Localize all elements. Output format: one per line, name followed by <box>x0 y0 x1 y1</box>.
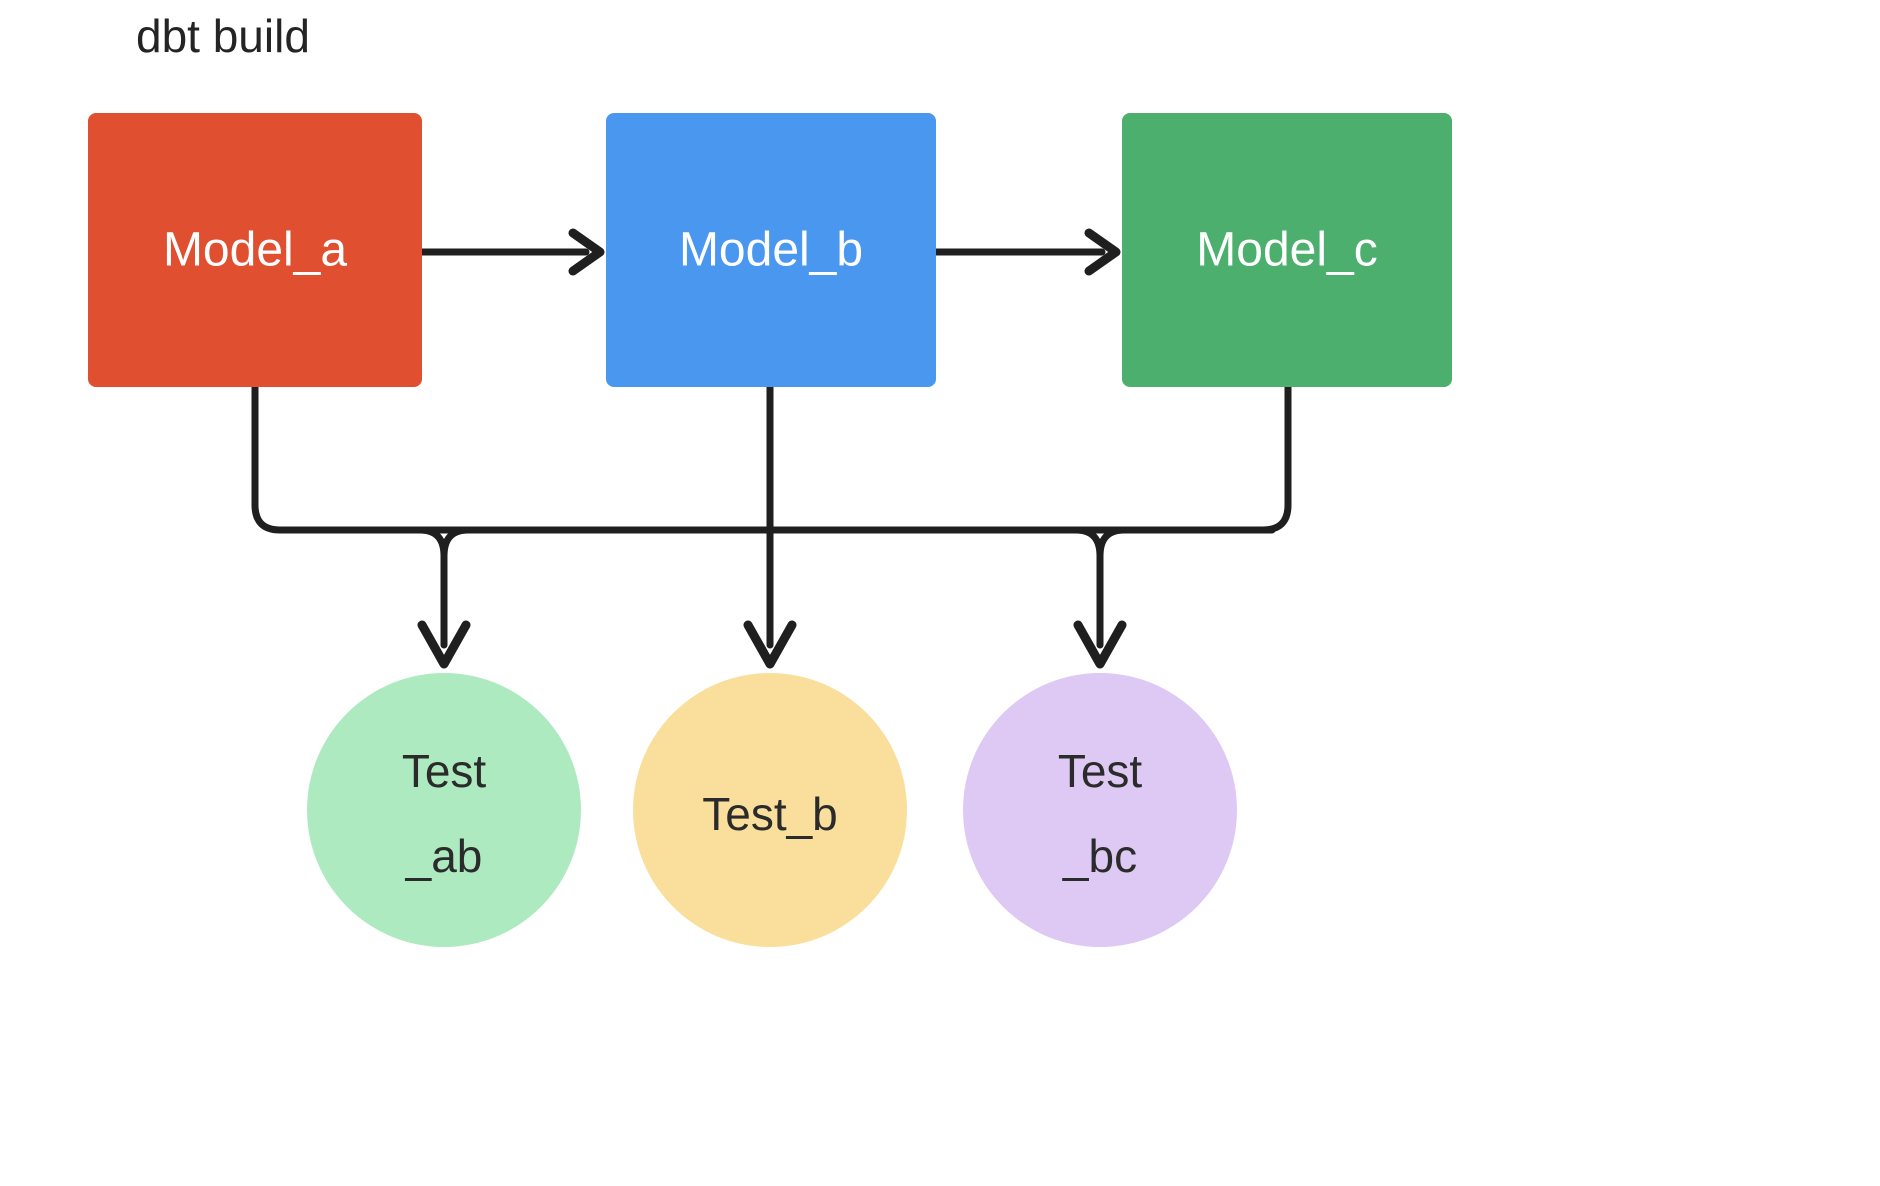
node-model-b[interactable]: Model_b <box>606 113 936 387</box>
node-model-a-shape[interactable] <box>88 113 422 387</box>
node-test-bc-label-line2: _bc <box>1062 830 1137 882</box>
edge-model-a-to-bus <box>251 383 1276 534</box>
edge-model-b-to-test-b <box>743 383 797 669</box>
arrow-head-icon <box>1073 620 1127 669</box>
edge-model-a-to-model-b <box>418 228 605 276</box>
node-model-a[interactable]: Model_a <box>88 113 422 387</box>
node-test-b-shape[interactable] <box>633 673 907 947</box>
node-test-bc[interactable]: Test _bc <box>963 673 1237 947</box>
node-model-c-label: Model_c <box>1196 224 1377 277</box>
node-test-bc-shape[interactable] <box>963 673 1237 947</box>
node-test-ab-label-line1: Test <box>402 745 487 797</box>
arrow-head-icon <box>568 228 605 276</box>
node-test-b[interactable]: Test_b <box>633 673 907 947</box>
edge-bus-to-test-ab <box>416 526 472 669</box>
diagram-title: dbt build <box>136 10 310 62</box>
node-model-b-shape[interactable] <box>606 113 936 387</box>
edge-line-right <box>1096 526 1128 560</box>
edge-line-right <box>440 526 472 560</box>
arrow-head-icon <box>1084 228 1121 276</box>
arrow-head-icon <box>417 620 471 669</box>
edge-model-b-to-model-c <box>932 228 1121 276</box>
node-test-b-label: Test_b <box>702 788 838 840</box>
arrow-head-icon <box>743 620 797 669</box>
node-model-a-label: Model_a <box>163 224 347 277</box>
node-model-c-shape[interactable] <box>1122 113 1452 387</box>
node-test-bc-label-line1: Test <box>1058 745 1143 797</box>
node-test-ab-shape[interactable] <box>307 673 581 947</box>
node-model-c[interactable]: Model_c <box>1122 113 1452 387</box>
node-test-ab[interactable]: Test _ab <box>307 673 581 947</box>
model-nodes-layer: Model_a Model_b Model_c <box>88 113 1452 387</box>
edge-model-c-to-bus <box>276 383 1292 534</box>
node-model-b-label: Model_b <box>679 224 863 277</box>
node-test-ab-label-line2: _ab <box>405 830 483 882</box>
edges-layer <box>251 228 1292 669</box>
edge-bus-to-test-bc <box>1072 526 1128 669</box>
test-nodes-layer: Test _ab Test_b Test _bc <box>307 673 1237 947</box>
